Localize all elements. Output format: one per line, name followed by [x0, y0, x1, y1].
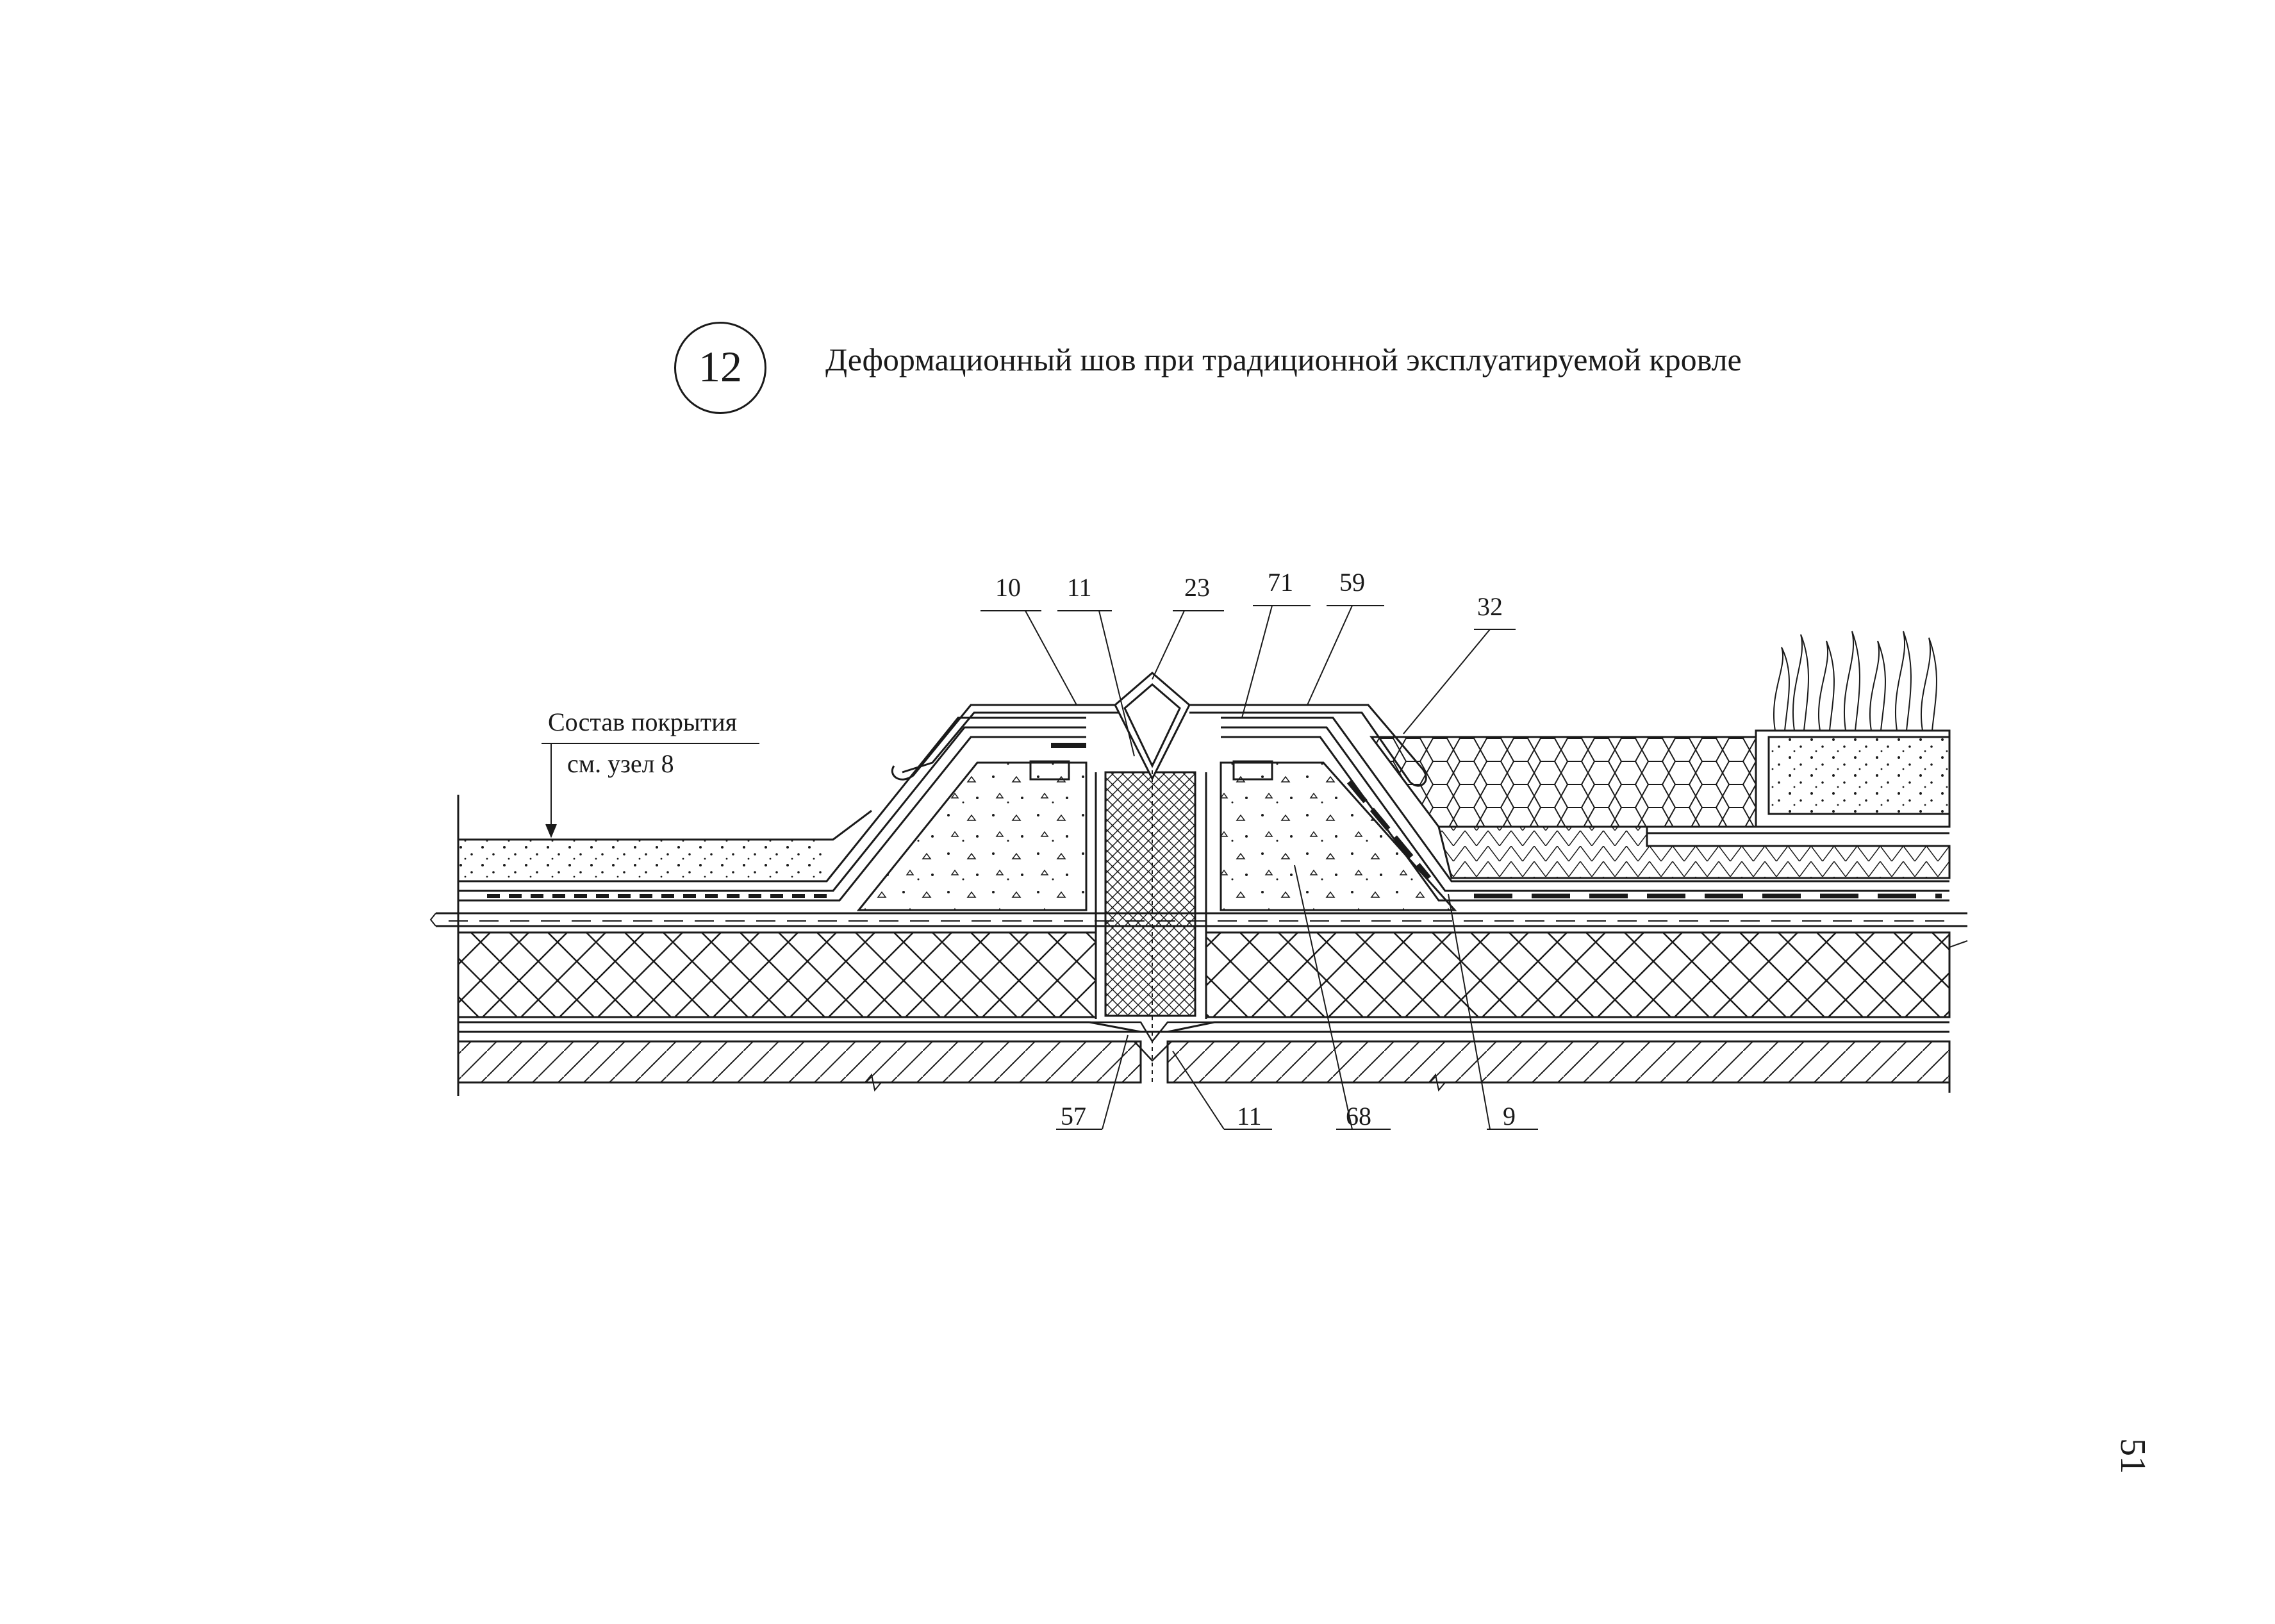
- page-number: 51: [2113, 1438, 2153, 1474]
- callout-23: 23: [1184, 573, 1210, 602]
- grass-icon: [1773, 631, 1937, 731]
- note-line-1: Состав покрытия: [548, 708, 737, 736]
- drawing-title: Деформационный шов при традиционной эксп…: [825, 342, 1742, 377]
- callout-59: 59: [1339, 568, 1365, 597]
- callout-leaders: [542, 605, 1538, 1130]
- callout-57: 57: [1061, 1102, 1086, 1131]
- waterproofing-right: [1221, 717, 1949, 902]
- callout-9: 9: [1503, 1102, 1516, 1131]
- callout-11-bottom: 11: [1237, 1102, 1262, 1131]
- planting-bed: [1755, 729, 1951, 828]
- note-line-2: см. узел 8: [567, 749, 674, 778]
- waterproofing-left: [458, 717, 1086, 902]
- right-curb: [1220, 760, 1457, 911]
- left-curb: [856, 760, 1088, 911]
- levelling-screed: [429, 912, 1968, 948]
- detail-number: 12: [699, 342, 742, 391]
- callout-11-top: 11: [1067, 573, 1092, 602]
- detail-number-circle: 12: [674, 322, 766, 414]
- joint-filler: [1095, 771, 1207, 1019]
- right-roof-paving: [1369, 736, 1951, 879]
- callout-71: 71: [1268, 568, 1293, 597]
- callout-labels: 10 11 23 71 59 32 57 11 68 9 Состав покр…: [548, 568, 1516, 1131]
- callout-10: 10: [995, 573, 1021, 602]
- bottom-joint: [1064, 763, 1243, 1083]
- concrete-slab: [457, 1031, 1951, 1093]
- callout-32: 32: [1477, 592, 1503, 621]
- left-roof-buildup: [457, 795, 872, 1096]
- thermal-insulation: [457, 931, 1951, 1018]
- callout-68: 68: [1346, 1102, 1371, 1131]
- vapour-barrier: [458, 1021, 1949, 1033]
